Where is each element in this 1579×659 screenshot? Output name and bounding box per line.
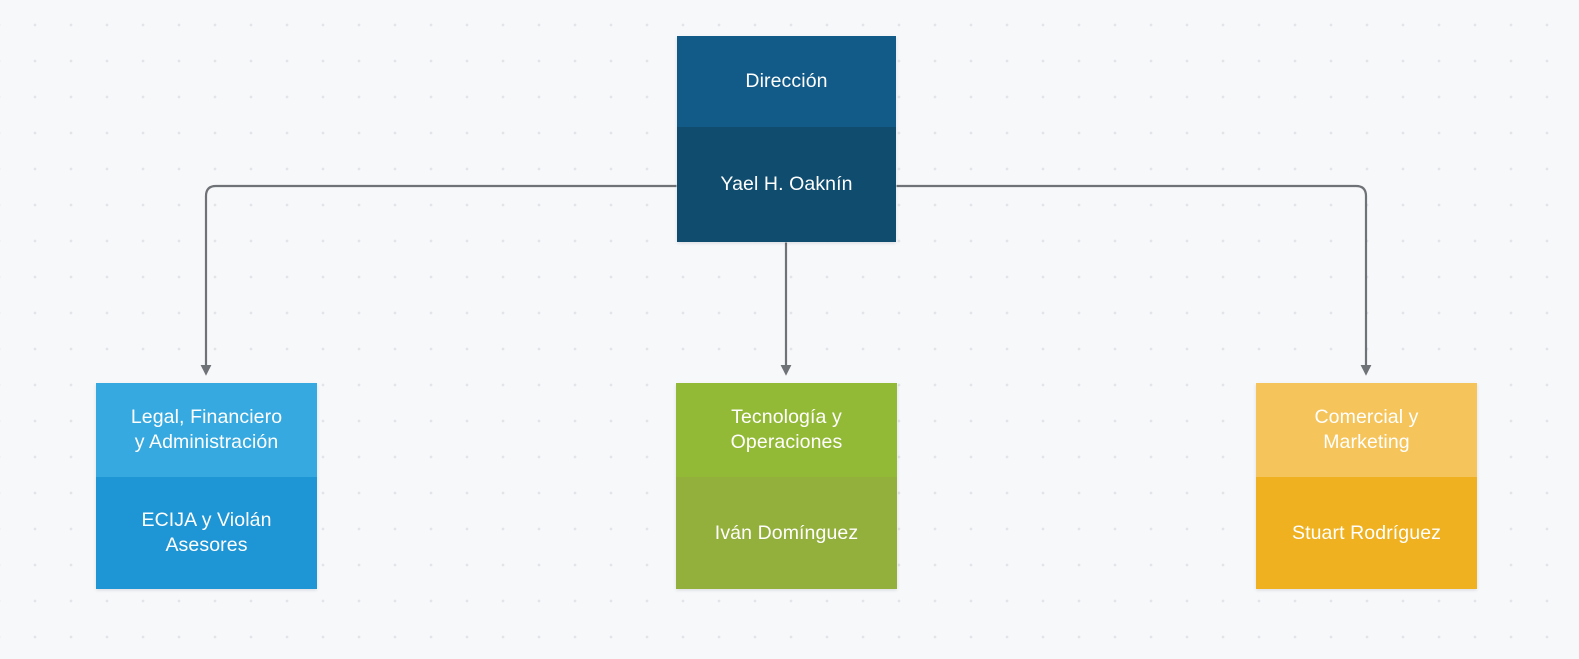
- org-node-comercial-title: Comercial y Marketing: [1256, 383, 1477, 477]
- org-node-legal-title-line2: y Administración: [134, 431, 279, 453]
- org-node-legal-title-line1: Legal, Financiero: [130, 406, 283, 429]
- org-node-comercial-person: Stuart Rodríguez: [1256, 477, 1477, 589]
- org-node-legal-person-line2: Asesores: [165, 534, 248, 556]
- edge-root-to-comercial: [894, 184, 1372, 376]
- org-node-comercial-title-line2: Marketing: [1323, 431, 1410, 453]
- org-node-legal-title: Legal, Financiero y Administración: [96, 383, 317, 477]
- org-node-comercial[interactable]: Comercial y Marketing Stuart Rodríguez: [1256, 383, 1477, 589]
- org-node-direccion[interactable]: Dirección Yael H. Oaknín: [677, 36, 896, 242]
- org-node-tecnologia-title-line2: Operaciones: [730, 431, 843, 453]
- org-node-direccion-title: Dirección: [677, 36, 896, 127]
- org-node-legal-person: ECIJA y Violán Asesores: [96, 477, 317, 589]
- org-node-tecnologia-person: Iván Domínguez: [676, 477, 897, 589]
- org-node-legal-person-line1: ECIJA y Violán: [141, 509, 272, 532]
- org-node-direccion-person: Yael H. Oaknín: [677, 127, 896, 242]
- org-node-tecnologia-title: Tecnología y Operaciones: [676, 383, 897, 477]
- org-node-legal[interactable]: Legal, Financiero y Administración ECIJA…: [96, 383, 317, 589]
- org-node-tecnologia-title-line1: Tecnología y: [731, 406, 842, 429]
- org-node-comercial-title-line1: Comercial y: [1314, 406, 1419, 429]
- edge-root-to-legal: [200, 184, 679, 376]
- org-node-tecnologia[interactable]: Tecnología y Operaciones Iván Domínguez: [676, 383, 897, 589]
